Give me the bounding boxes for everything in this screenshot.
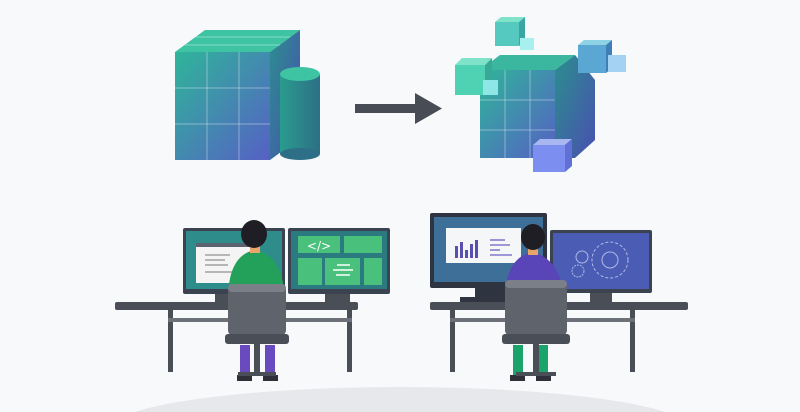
floor-shadow	[135, 387, 665, 412]
monitor-dashboard-tiles: </>	[288, 228, 390, 302]
office-chair-left	[225, 284, 289, 376]
database-cylinder-icon	[280, 67, 320, 160]
gear-icon	[571, 241, 629, 279]
microservices-cubes-icon	[455, 17, 626, 172]
monitor-gears	[550, 230, 652, 302]
code-tag-icon: </>	[307, 239, 331, 253]
arrow-right-icon	[355, 93, 442, 124]
desk	[115, 302, 688, 372]
office-chair-right	[502, 280, 570, 376]
